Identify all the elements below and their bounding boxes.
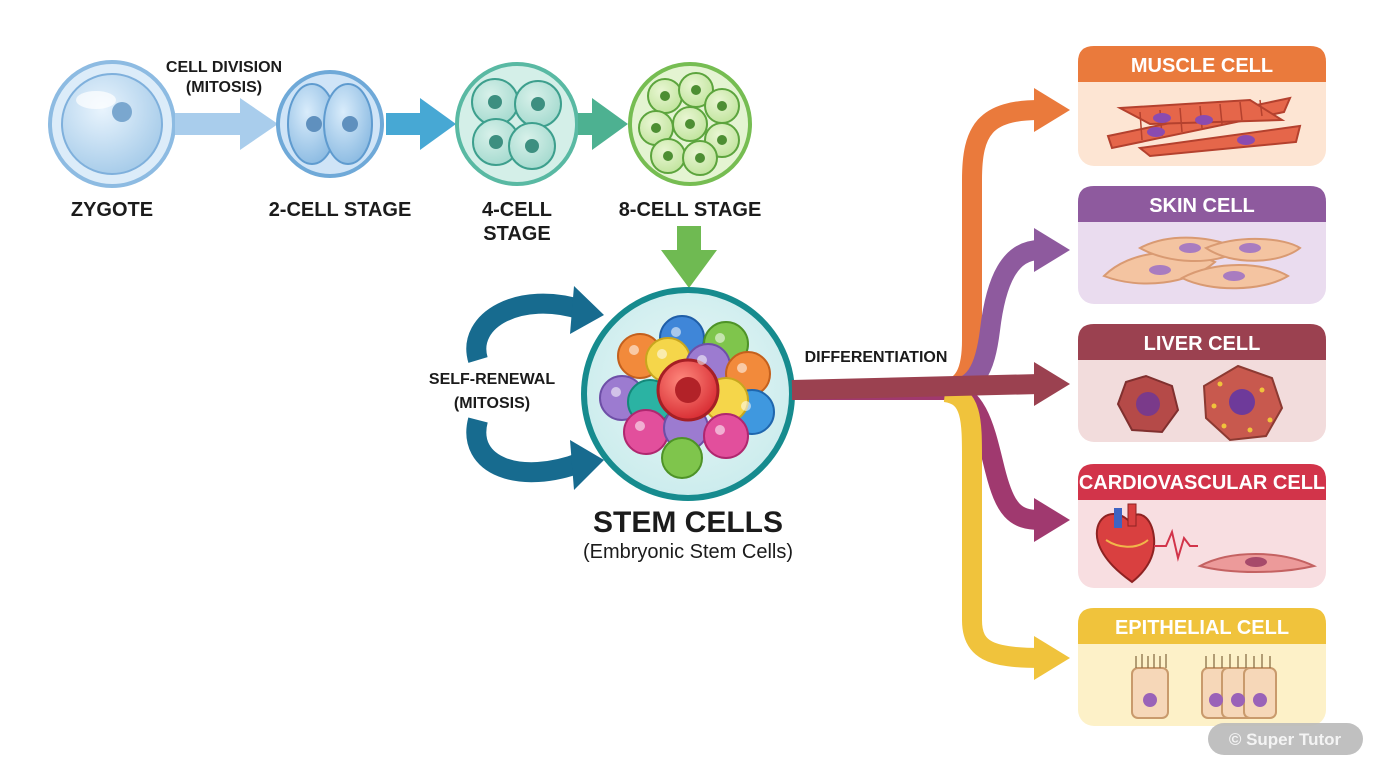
muscle-cell-label: MUSCLE CELL xyxy=(1131,55,1273,77)
liver-cell-panel xyxy=(1078,324,1326,442)
muscle-cell-panel xyxy=(1078,46,1326,166)
epithelial-cell-icon xyxy=(1131,654,1277,719)
epithelial-cell-panel xyxy=(1078,608,1326,726)
eight-cell-stage-cell xyxy=(628,62,752,186)
stage-arrow-blue xyxy=(386,98,456,150)
epithelial-cell-label: EPITHELIAL CELL xyxy=(1115,617,1289,639)
zygote-cell xyxy=(48,60,176,188)
skin-cell-label: SKIN CELL xyxy=(1149,195,1255,217)
skin-cell-panel xyxy=(1078,186,1326,304)
differentiation-label: DIFFERENTIATION xyxy=(805,349,948,366)
stem-cell-cluster xyxy=(581,287,795,501)
self-renewal-label-line2: (MITOSIS) xyxy=(454,395,530,412)
cardiovascular-cell-panel xyxy=(1078,464,1326,588)
division-arrow xyxy=(175,98,278,150)
division-label-line1: CELL DIVISION xyxy=(166,59,282,76)
down-arrow-green xyxy=(661,226,717,288)
heartbeat-icon xyxy=(1154,528,1198,562)
liver-cell-icon xyxy=(1116,364,1284,442)
stem-cells-subtitle: (Embryonic Stem Cells) xyxy=(583,541,793,563)
vascular-cell-icon xyxy=(1197,553,1318,573)
watermark: © Super Tutor xyxy=(1208,723,1363,755)
muscle-fiber-icon xyxy=(1106,96,1302,158)
stage-arrow-teal xyxy=(578,98,628,150)
skin-cell-icon xyxy=(1102,236,1302,290)
differentiation-branches xyxy=(791,88,1070,680)
cardiovascular-cell-label: CARDIOVASCULAR CELL xyxy=(1079,472,1325,494)
self-renewal-arrows xyxy=(466,286,604,490)
heart-icon xyxy=(1095,503,1156,584)
four-cell-stage-cell xyxy=(455,62,579,186)
two-cell-stage-cell xyxy=(276,70,384,178)
eight-cell-stage-label: 8-CELL STAGE xyxy=(619,199,762,221)
stem-cells-title: STEM CELLS xyxy=(593,506,783,539)
zygote-label: ZYGOTE xyxy=(71,199,153,221)
division-label-line2: (MITOSIS) xyxy=(186,79,262,96)
two-cell-stage-label: 2-CELL STAGE xyxy=(269,199,412,221)
four-cell-stage-label-line1: 4-CELL xyxy=(482,199,552,221)
liver-cell-label: LIVER CELL xyxy=(1144,333,1261,355)
four-cell-stage-label-line2: STAGE xyxy=(483,223,550,245)
self-renewal-label-line1: SELF-RENEWAL xyxy=(429,371,555,388)
watermark-text: © Super Tutor xyxy=(1229,730,1342,749)
